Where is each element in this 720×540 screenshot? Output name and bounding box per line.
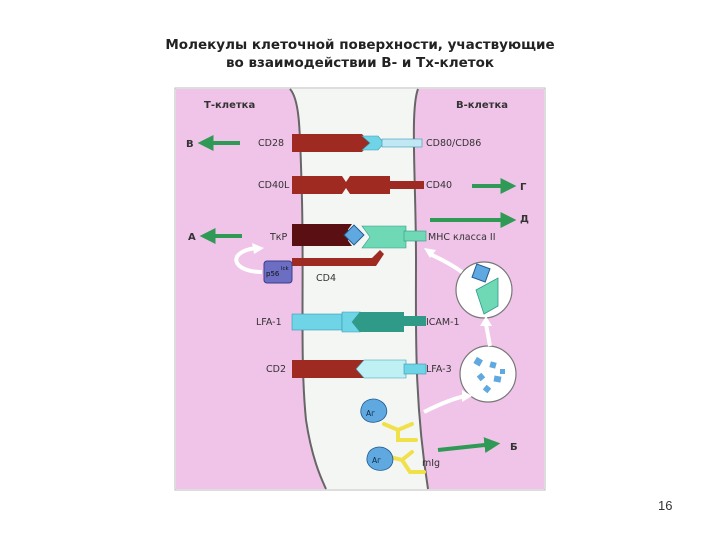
tcr-label: ТкР (269, 232, 288, 243)
p56lck-box (263, 260, 293, 284)
icam1-stalk (402, 316, 426, 326)
lfa1-icam1-pair (291, 311, 426, 333)
lfa3-label: LFA-3 (426, 364, 452, 375)
antigen-1 (360, 398, 388, 423)
cd80-stalk (381, 138, 423, 148)
letter-g: Г (520, 182, 527, 193)
p56-label: p56 (266, 270, 280, 278)
arrow-b (437, 437, 501, 453)
ag1-label: Аг (366, 409, 375, 418)
loaded-peptide (471, 263, 491, 283)
cd40l-label: CD40L (258, 180, 290, 191)
arrow-peptide-to-mhc (484, 323, 492, 347)
cd28-tip (346, 134, 370, 152)
page-number: 16 (658, 498, 673, 513)
lfa3-stalk (403, 363, 427, 375)
mhc-loading (475, 277, 499, 315)
mhc-stalk (403, 230, 427, 242)
cd40-label: CD40 (426, 180, 452, 191)
antigen-2 (366, 446, 394, 471)
title-line-2: во взаимодействии В- и Тх-клеток (225, 55, 495, 71)
t-cell-membrane (289, 88, 327, 490)
processing-circle-peptides (459, 345, 517, 403)
mhc-molecule (361, 225, 407, 249)
peptide-antigen (343, 224, 365, 246)
cd40-stalk (390, 181, 424, 189)
icam1-molecule (352, 312, 404, 332)
cd40l-molecule (292, 176, 342, 194)
tcr-molecule (292, 224, 348, 246)
tcr-mhc-complex (292, 224, 427, 266)
diagram-frame (174, 87, 546, 491)
lfa1-label: LFA-1 (256, 317, 282, 328)
cd2-lfa3-pair (292, 359, 427, 379)
cd2-molecule (292, 360, 342, 378)
ag2-label: Аг (372, 456, 381, 465)
lfa1-molecule (291, 313, 343, 331)
mig-upper (382, 422, 418, 442)
cd40l-cd40-pair (292, 176, 424, 194)
cd80-label: CD80/CD86 (426, 138, 481, 149)
letter-d: Д (520, 214, 529, 225)
icam1-label: ICAM-1 (426, 317, 460, 328)
cd4-label: CD4 (316, 273, 336, 284)
letter-v: В (186, 139, 194, 150)
t-cell-region (176, 89, 326, 489)
letter-b: Б (510, 442, 518, 453)
cd80-head (361, 135, 385, 151)
mhc-label: МНС класса II (428, 232, 496, 243)
cd4-molecule (292, 250, 384, 266)
b-cell-membrane (412, 88, 429, 490)
lck-label: lck (281, 266, 290, 272)
processing-circle-mhc (455, 261, 513, 319)
page-title: Молекулы клеточной поверхности, участвую… (150, 36, 570, 72)
cd40-molecule (344, 176, 390, 194)
letter-a: А (188, 232, 196, 243)
t-cell-label: Т-клетка (204, 100, 255, 111)
b-cell-label: В-клетка (456, 100, 508, 111)
mig-label: mIg (422, 458, 440, 469)
cd2-label: CD2 (266, 364, 286, 375)
title-line-1: Молекулы клеточной поверхности, участвую… (165, 37, 555, 53)
cd28-label: CD28 (258, 138, 284, 149)
cd28-cd80-pair (292, 134, 423, 152)
signal-arrow-p56 (234, 246, 263, 274)
lfa3-molecule (355, 359, 407, 379)
mig-receptors (382, 422, 426, 474)
cd28-molecule (292, 134, 346, 152)
